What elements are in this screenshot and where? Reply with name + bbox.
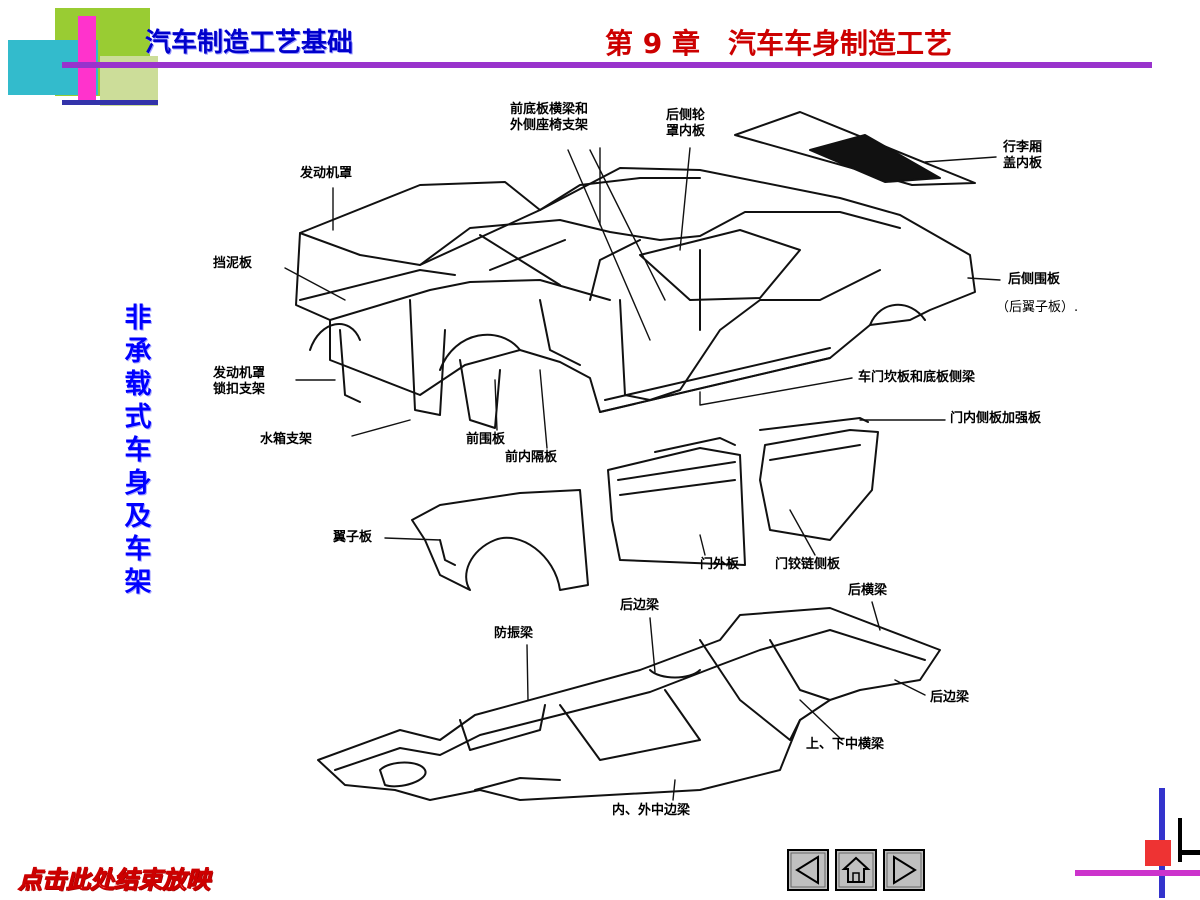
label-door-sill: 车门坎板和底板侧梁 [858, 370, 976, 385]
header-rule [62, 62, 1152, 68]
vtitle-char: 承 [124, 336, 152, 367]
footer-deco-red [1145, 840, 1171, 866]
label-line: 盖内板 [1003, 156, 1043, 171]
label-line: 后侧轮 [666, 108, 706, 123]
label-front-inner-bulkhead: 前内隔板 [505, 450, 558, 465]
label-inner-outer-rail: 内、外中边梁 [612, 803, 691, 818]
end-show-link[interactable]: 点击此处结束放映 [18, 865, 211, 895]
label-trunk-lid-inner: 行李厢 盖内板 [1003, 140, 1042, 172]
footer-deco-dark [1178, 818, 1182, 862]
label-fender: 翼子板 [333, 530, 373, 545]
label-line: 锁扣支架 [213, 382, 266, 397]
vtitle-char: 车 [124, 435, 152, 466]
label-hood: 发动机罩 [300, 166, 353, 181]
label-door-inner-reinforce: 门内侧板加强板 [950, 411, 1042, 426]
label-front-panel: 前围板 [466, 432, 506, 447]
label-line: 外侧座椅支架 [510, 118, 589, 133]
home-button[interactable] [835, 849, 877, 891]
course-title: 汽车制造工艺基础 [145, 28, 354, 58]
vtitle-char: 式 [124, 402, 152, 433]
chapter-title: 第 9 章 汽车车身制造工艺 [605, 27, 952, 60]
label-front-floor-crossbeam: 前底板横梁和 外侧座椅支架 [510, 102, 588, 134]
vtitle-char: 非 [124, 303, 152, 334]
trunk-lid-drawing [734, 111, 976, 186]
label-line: 前底板横梁和 [510, 102, 589, 117]
previous-icon [790, 852, 826, 888]
header-rule-short [62, 100, 158, 105]
next-button[interactable] [883, 849, 925, 891]
label-radiator-support: 水箱支架 [260, 432, 313, 447]
vtitle-char: 车 [124, 534, 152, 565]
label-hood-latch: 发动机罩 锁扣支架 [213, 366, 265, 398]
label-line: 发动机罩 [213, 366, 266, 381]
footer-deco-hline [1075, 870, 1200, 876]
label-rear-wheelhouse-inner: 后侧轮 罩内板 [666, 108, 705, 140]
vtitle-char: 身 [124, 468, 152, 499]
label-rear-fender: （后翼子板）. [996, 300, 1079, 315]
label-upper-lower-cross: 上、下中横梁 [806, 737, 885, 752]
footer-deco-dark-h [1178, 850, 1200, 855]
vtitle-char: 载 [124, 369, 152, 400]
frame-drawing [317, 607, 941, 801]
label-rear-crossmember: 后横梁 [848, 583, 888, 598]
home-icon [838, 852, 874, 888]
label-rear-side-rail-top: 后边梁 [620, 598, 660, 613]
body-shell-drawing [295, 167, 976, 429]
vtitle-char: 及 [124, 501, 152, 532]
front-door-drawing [607, 437, 746, 566]
label-rear-quarter: 后侧围板 [1008, 272, 1061, 287]
label-line: 罩内板 [666, 124, 706, 139]
label-rear-side-rail: 后边梁 [930, 690, 970, 705]
vtitle-char: 架 [124, 567, 152, 598]
label-line: 行李厢 [1003, 140, 1043, 155]
label-mudguard: 挡泥板 [213, 256, 253, 271]
previous-button[interactable] [787, 849, 829, 891]
label-door-outer: 门外板 [700, 557, 740, 572]
leader-lines [284, 147, 1001, 801]
fender-drawing [411, 489, 589, 591]
label-door-hinge-side: 门铰链侧板 [775, 557, 841, 572]
slide-vertical-title: 非 承 载 式 车 身 及 车 架 [118, 302, 158, 599]
rear-door-drawing [759, 417, 879, 541]
label-anti-vibration-beam: 防振梁 [494, 626, 534, 641]
next-icon [886, 852, 922, 888]
header-deco-magenta [78, 16, 96, 104]
